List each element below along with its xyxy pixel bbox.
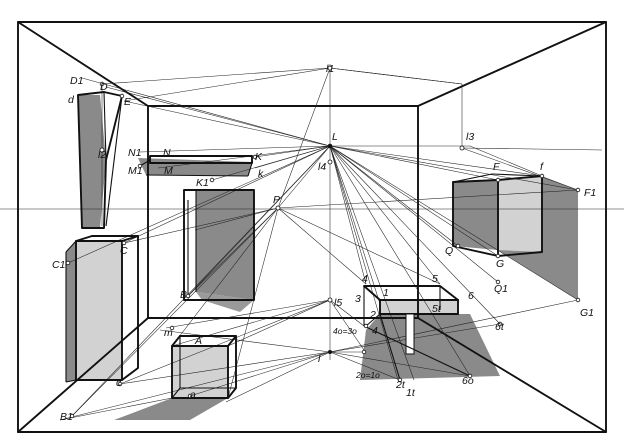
label-B1: B1 <box>60 411 73 423</box>
label-F: F <box>493 161 500 173</box>
label-1t: 1t <box>406 387 416 399</box>
label-d: d <box>68 94 75 106</box>
label-G: G <box>496 258 504 270</box>
label-a: a <box>190 389 196 401</box>
room-frame <box>17 21 607 433</box>
floor-point-dot <box>328 350 332 354</box>
right-box-front-face <box>453 180 498 250</box>
front-box-floor-shadow <box>114 398 228 420</box>
label-M1: M1 <box>128 165 143 177</box>
light-point-dot <box>327 143 333 149</box>
label-D: D <box>100 81 108 93</box>
construction-lines <box>59 64 603 421</box>
label-5: 5 <box>432 273 438 285</box>
label-L: L <box>332 131 338 143</box>
label-l5: l5 <box>334 297 342 309</box>
label-6o: 6o <box>462 375 474 387</box>
label-4-top: 4 <box>362 273 368 285</box>
label-m: m <box>164 327 173 339</box>
table-top <box>380 300 458 314</box>
label-c: c <box>116 377 122 389</box>
table-floor-shadow <box>360 314 500 380</box>
label-P: P <box>273 194 280 206</box>
label-C1: C1 <box>52 259 65 271</box>
left-box-front-face <box>76 241 122 380</box>
label-l2: l2 <box>98 149 106 161</box>
label-C: C <box>120 245 128 257</box>
label-2: 2 <box>369 309 376 321</box>
wall-shelf-shadow <box>78 95 106 228</box>
label-G1: G1 <box>580 307 594 319</box>
table <box>363 285 459 301</box>
label-l: l <box>318 353 321 365</box>
label-k: k <box>258 168 264 180</box>
edge-bottom-right <box>417 317 607 433</box>
label-l1: l1 <box>326 63 334 75</box>
label-1: 1 <box>383 287 389 299</box>
door <box>183 189 255 301</box>
label-A: A <box>194 335 202 347</box>
label-2o-1o: 2o=1o <box>355 370 380 380</box>
label-K1: K1 <box>196 177 209 189</box>
label-D1: D1 <box>70 75 83 87</box>
label-6t: 6t <box>495 321 505 333</box>
door-shaded-face <box>196 190 254 300</box>
rays-from-floor-point <box>59 299 579 421</box>
edge-bottom-left <box>17 317 149 433</box>
label-E: E <box>124 96 132 108</box>
label-2t: 2t <box>395 379 406 391</box>
label-4o-3o: 4o=3o <box>333 326 357 336</box>
label-N: N <box>163 147 171 159</box>
right-box-wall-shadow <box>498 176 578 300</box>
reference-dots <box>65 65 581 419</box>
label-M: M <box>164 165 173 177</box>
label-5t: 5t <box>432 303 442 315</box>
door-floor-shadow <box>196 292 254 312</box>
label-f: f <box>540 161 544 173</box>
point-labels: D1 d D E l1 l2 l3 l4 l5 l L N1 N K k M1 … <box>52 63 596 423</box>
right-box-side-face <box>498 176 542 252</box>
label-N1: N1 <box>128 147 141 159</box>
left-box-shaded-face <box>66 241 76 382</box>
label-K: K <box>255 151 263 163</box>
label-l4: l4 <box>318 161 326 173</box>
edge-top-left <box>17 21 149 107</box>
label-F1: F1 <box>584 187 596 199</box>
edge-top-right <box>417 21 607 107</box>
label-3: 3 <box>355 293 361 305</box>
label-6: 6 <box>468 290 474 302</box>
label-4-floor: 4 <box>372 325 378 337</box>
rays-from-light <box>67 77 579 417</box>
label-Q: Q <box>445 245 453 257</box>
table-leg <box>405 313 415 355</box>
label-l3: l3 <box>466 131 474 143</box>
label-Q1: Q1 <box>494 283 508 295</box>
label-B: B <box>180 289 187 301</box>
